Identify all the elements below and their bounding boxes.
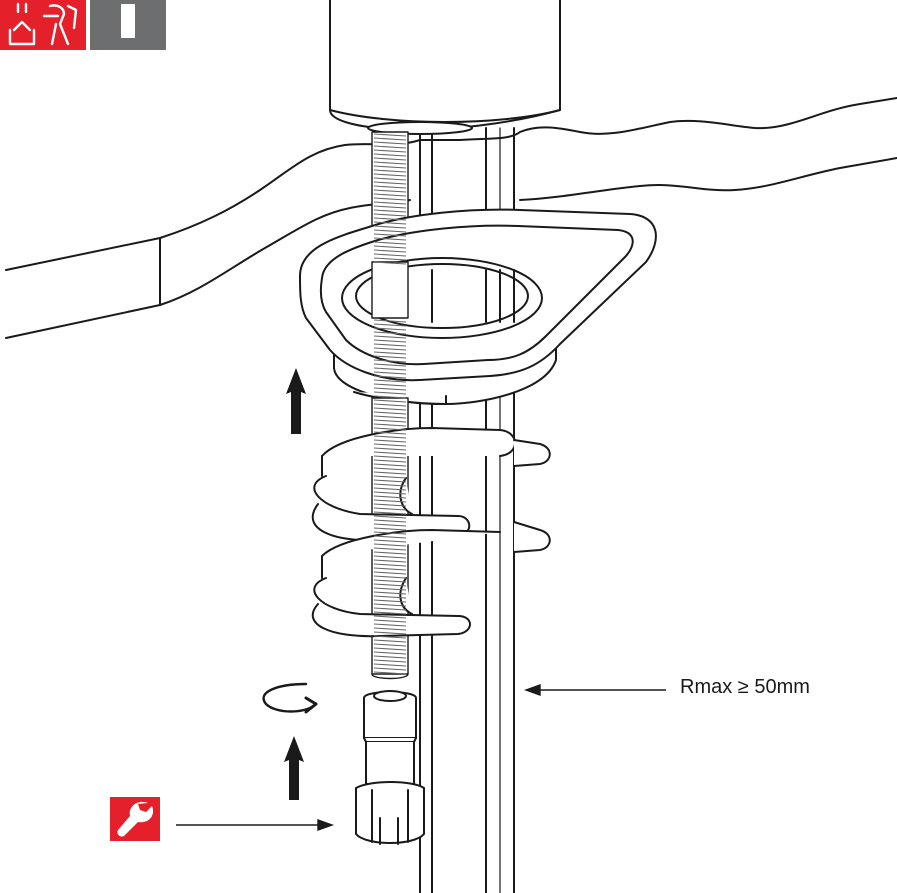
- thread-lines: [373, 133, 407, 675]
- tool-leader-line: [176, 819, 335, 831]
- mount-base-cylinder: [329, 0, 561, 135]
- hex-sleeve-nut: [355, 690, 425, 845]
- radius-measurement-label: Rmax ≥ 50mm: [680, 676, 810, 698]
- clamp-plate: [299, 208, 657, 406]
- arrow-up-lower-icon: [284, 736, 304, 800]
- step-badge: [90, 0, 166, 50]
- spiral-clip-upper: [311, 427, 551, 542]
- radius-leader-line: [523, 684, 666, 696]
- direction-arrows: [284, 368, 306, 800]
- spiral-clip-lower: [311, 521, 551, 638]
- unplug-person-icon: [0, 0, 86, 50]
- wrench-icon: [110, 797, 160, 841]
- arrow-up-upper-icon: [286, 368, 306, 434]
- rotate-arrow-icon: [262, 682, 318, 714]
